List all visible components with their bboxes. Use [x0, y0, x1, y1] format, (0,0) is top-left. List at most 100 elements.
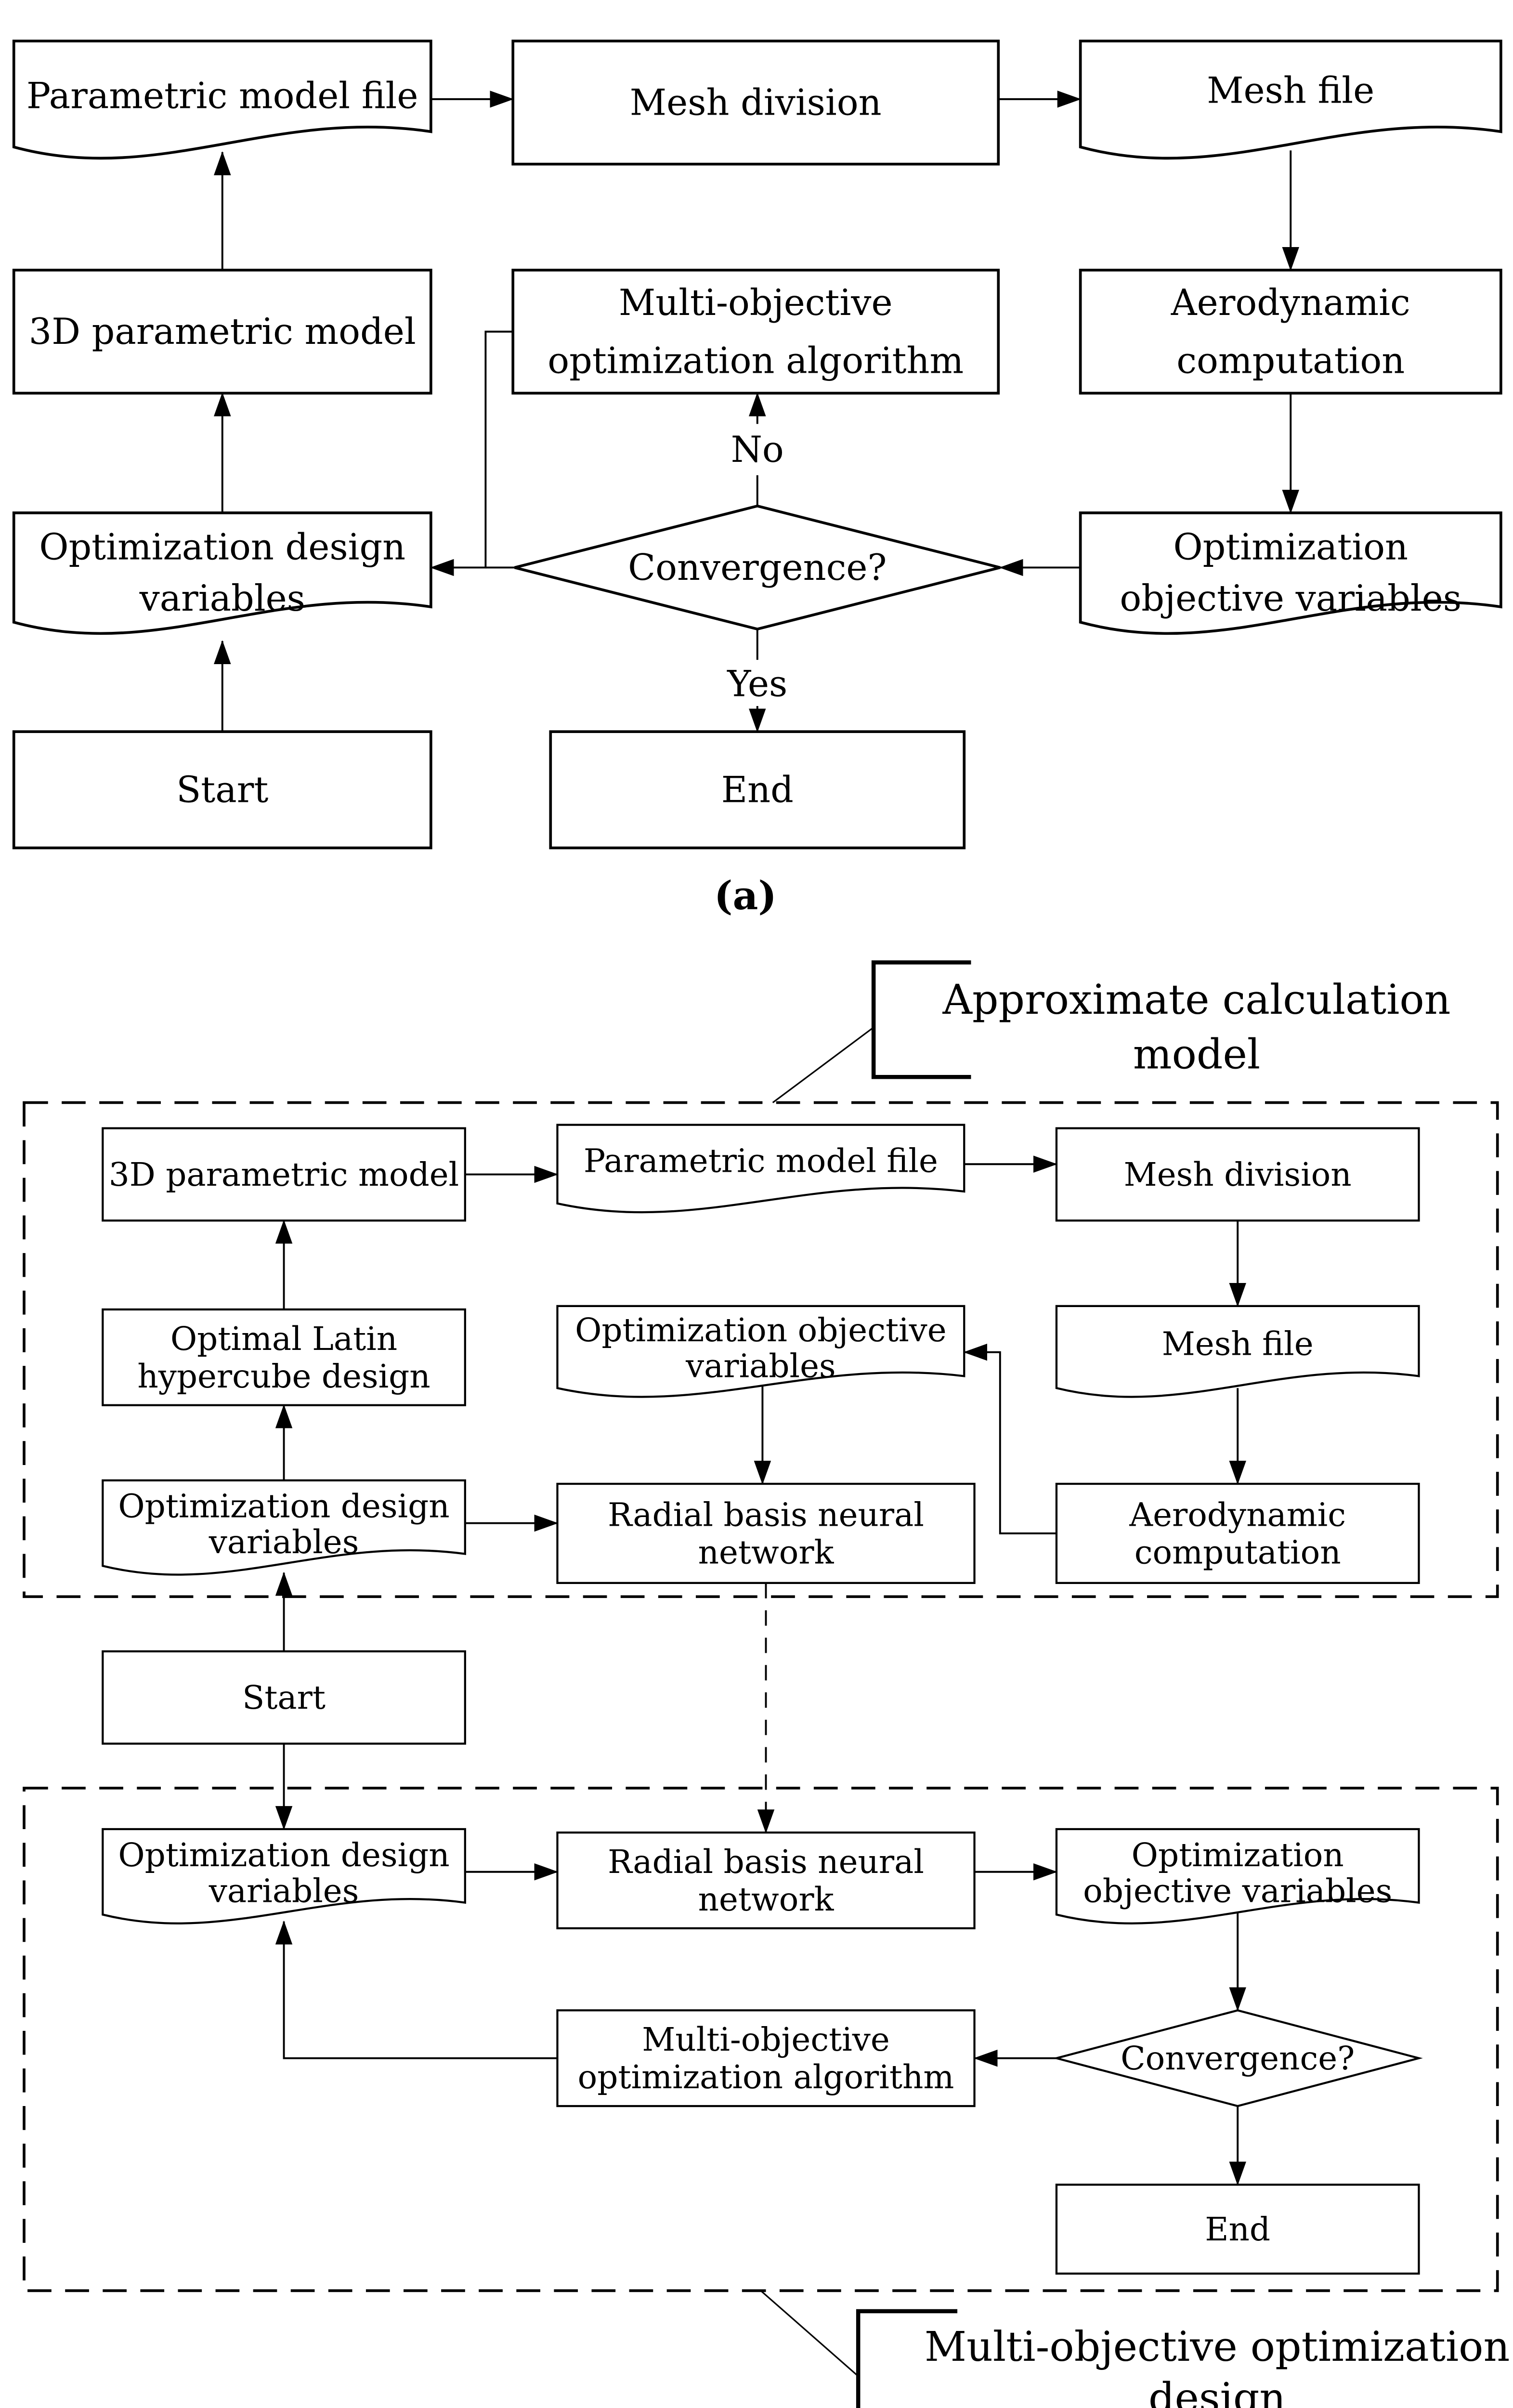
b1-node-3d-parametric-model: 3D parametric model: [102, 1127, 466, 1222]
b2-node-end: End: [1055, 2184, 1420, 2275]
process-shape: [102, 1308, 466, 1406]
label-bracket: [856, 2309, 958, 2408]
decision-shape: [1052, 2009, 1423, 2107]
node-label-line2: variables: [209, 1523, 359, 1561]
node-label-line1: Optimization objective: [575, 1311, 947, 1349]
b1-node-mesh-file: Mesh file: [1055, 1305, 1420, 1398]
terminal-shape: [12, 730, 432, 850]
b-dashed-region-approximate-model: [23, 1101, 1499, 1598]
a-node-parametric-model-file: Parametric model file: [12, 39, 432, 160]
label-connector-line: [772, 1026, 874, 1103]
a-edge-label-yes: Yes: [727, 663, 787, 705]
node-label: 3D parametric model: [29, 311, 416, 353]
node-label: End: [721, 769, 794, 811]
node-label: Convergence?: [628, 547, 887, 589]
process-shape: [1079, 268, 1502, 395]
a-node-optimization-objective-variables: Optimization objective variables: [1079, 511, 1502, 635]
diagram-a: Parametric model file Mesh division Mesh…: [12, 39, 1502, 919]
terminal-shape: [1055, 2184, 1420, 2275]
b2-node-multi-objective-optimization-algorithm: Multi-objective optimization algorithm: [556, 2009, 976, 2107]
a-node-optimization-design-variables: Optimization design variables: [12, 511, 432, 635]
node-label: End: [1205, 2210, 1270, 2248]
node-label: Mesh division: [630, 81, 882, 123]
a-edge-label-no: No: [731, 429, 784, 471]
terminal-shape: [102, 1650, 466, 1745]
node-label: Start: [176, 769, 268, 811]
b2-node-convergence: Convergence?: [1052, 2009, 1423, 2107]
b1-node-mesh-division: Mesh division: [1055, 1127, 1420, 1222]
a-node-multi-objective-optimization-algorithm: Multi-objective optimization algorithm: [511, 268, 1000, 395]
node-label-line2: objective variables: [1083, 1871, 1392, 1910]
b-label-approximate-calculation-model: Approximate calculation model: [772, 960, 1451, 1103]
process-shape: [102, 1127, 466, 1222]
b1-node-optimization-objective-variables: Optimization objective variables: [556, 1305, 965, 1398]
node-label-line1: Multi-objective: [619, 282, 893, 324]
region-label-line1: Approximate calculation: [942, 976, 1451, 1024]
node-label: Mesh file: [1207, 70, 1374, 112]
b2-node-optimization-design-variables: Optimization design variables: [102, 1828, 466, 1924]
node-label-line1: Multi-objective: [642, 2020, 890, 2058]
caption-a: (a): [714, 873, 777, 919]
node-label-line1: Optimization: [1132, 1836, 1344, 1874]
b1-node-radial-basis-neural-network: Radial basis neural network: [556, 1482, 976, 1584]
a-node-start: Start: [12, 730, 432, 850]
node-label-line2: variables: [139, 577, 305, 619]
node-label-line1: Aerodynamic: [1171, 282, 1410, 324]
b1-node-aerodynamic-computation: Aerodynamic computation: [1055, 1482, 1420, 1584]
document-shape: [12, 511, 432, 635]
node-label: Parametric model file: [584, 1142, 938, 1180]
process-shape: [556, 1831, 976, 1930]
region-label-line2: design: [1148, 2375, 1286, 2408]
node-label: Start: [242, 1678, 326, 1716]
b2-node-optimization-objective-variables: Optimization objective variables: [1055, 1828, 1420, 1924]
a-arrow-moa-to-odv: [430, 330, 513, 576]
node-label-line2: computation: [1176, 340, 1405, 381]
b-node-start: Start: [102, 1650, 466, 1745]
terminal-shape: [549, 730, 966, 850]
process-shape: [1055, 1127, 1420, 1222]
a-node-mesh-file: Mesh file: [1079, 39, 1502, 160]
node-label-line2: network: [698, 1533, 835, 1571]
process-shape: [511, 39, 1000, 166]
node-label-line2: optimization algorithm: [578, 2058, 954, 2096]
node-label: Mesh file: [1162, 1324, 1314, 1362]
a-node-mesh-division: Mesh division: [511, 39, 1000, 166]
node-label: 3D parametric model: [109, 1155, 459, 1193]
b2-node-radial-basis-neural-network: Radial basis neural network: [556, 1831, 976, 1930]
document-shape: [102, 1828, 466, 1924]
process-shape: [556, 1482, 976, 1584]
node-label: Convergence?: [1121, 2039, 1355, 2077]
b1-node-parametric-model-file: Parametric model file: [556, 1124, 965, 1214]
node-label-line1: Optimization: [1173, 526, 1408, 568]
b1-node-optimization-design-variables: Optimization design variables: [102, 1479, 466, 1576]
a-node-aerodynamic-computation: Aerodynamic computation: [1079, 268, 1502, 395]
process-shape: [511, 268, 1000, 395]
process-shape: [1055, 1482, 1420, 1584]
document-shape: [1055, 1305, 1420, 1398]
b-label-multi-objective-optimization-design: Multi-objective optimization design: [760, 2290, 1510, 2408]
node-label-line2: optimization algorithm: [548, 340, 964, 381]
node-label-line2: hypercube design: [137, 1357, 430, 1395]
document-shape: [556, 1305, 965, 1398]
decision-shape: [514, 504, 1001, 631]
region-label-line1: Multi-objective optimization: [925, 2323, 1510, 2371]
a-node-3d-parametric-model: 3D parametric model: [12, 268, 432, 395]
document-shape: [1055, 1828, 1420, 1924]
node-label-line1: Optimization design: [118, 1836, 449, 1874]
diagram-b: Approximate calculation model 3D paramet…: [23, 960, 1510, 2408]
document-shape: [12, 39, 432, 160]
node-label-line1: Optimization design: [118, 1487, 449, 1525]
b2-arrow-moa-to-odv: [275, 1920, 558, 2059]
node-label: Parametric model file: [26, 75, 418, 117]
node-label-line2: computation: [1135, 1533, 1341, 1571]
node-label-line2: variables: [685, 1347, 836, 1385]
document-shape: [1079, 39, 1502, 160]
node-label-line2: variables: [209, 1871, 359, 1910]
node-label-line2: network: [698, 1880, 835, 1918]
node-label-line1: Aerodynamic: [1129, 1495, 1346, 1533]
a-node-convergence: Convergence?: [514, 504, 1001, 631]
process-shape: [556, 2009, 976, 2107]
node-label-line1: Radial basis neural: [608, 1843, 924, 1881]
label-bracket: [871, 960, 971, 1079]
node-label-line2: objective variables: [1120, 577, 1461, 619]
